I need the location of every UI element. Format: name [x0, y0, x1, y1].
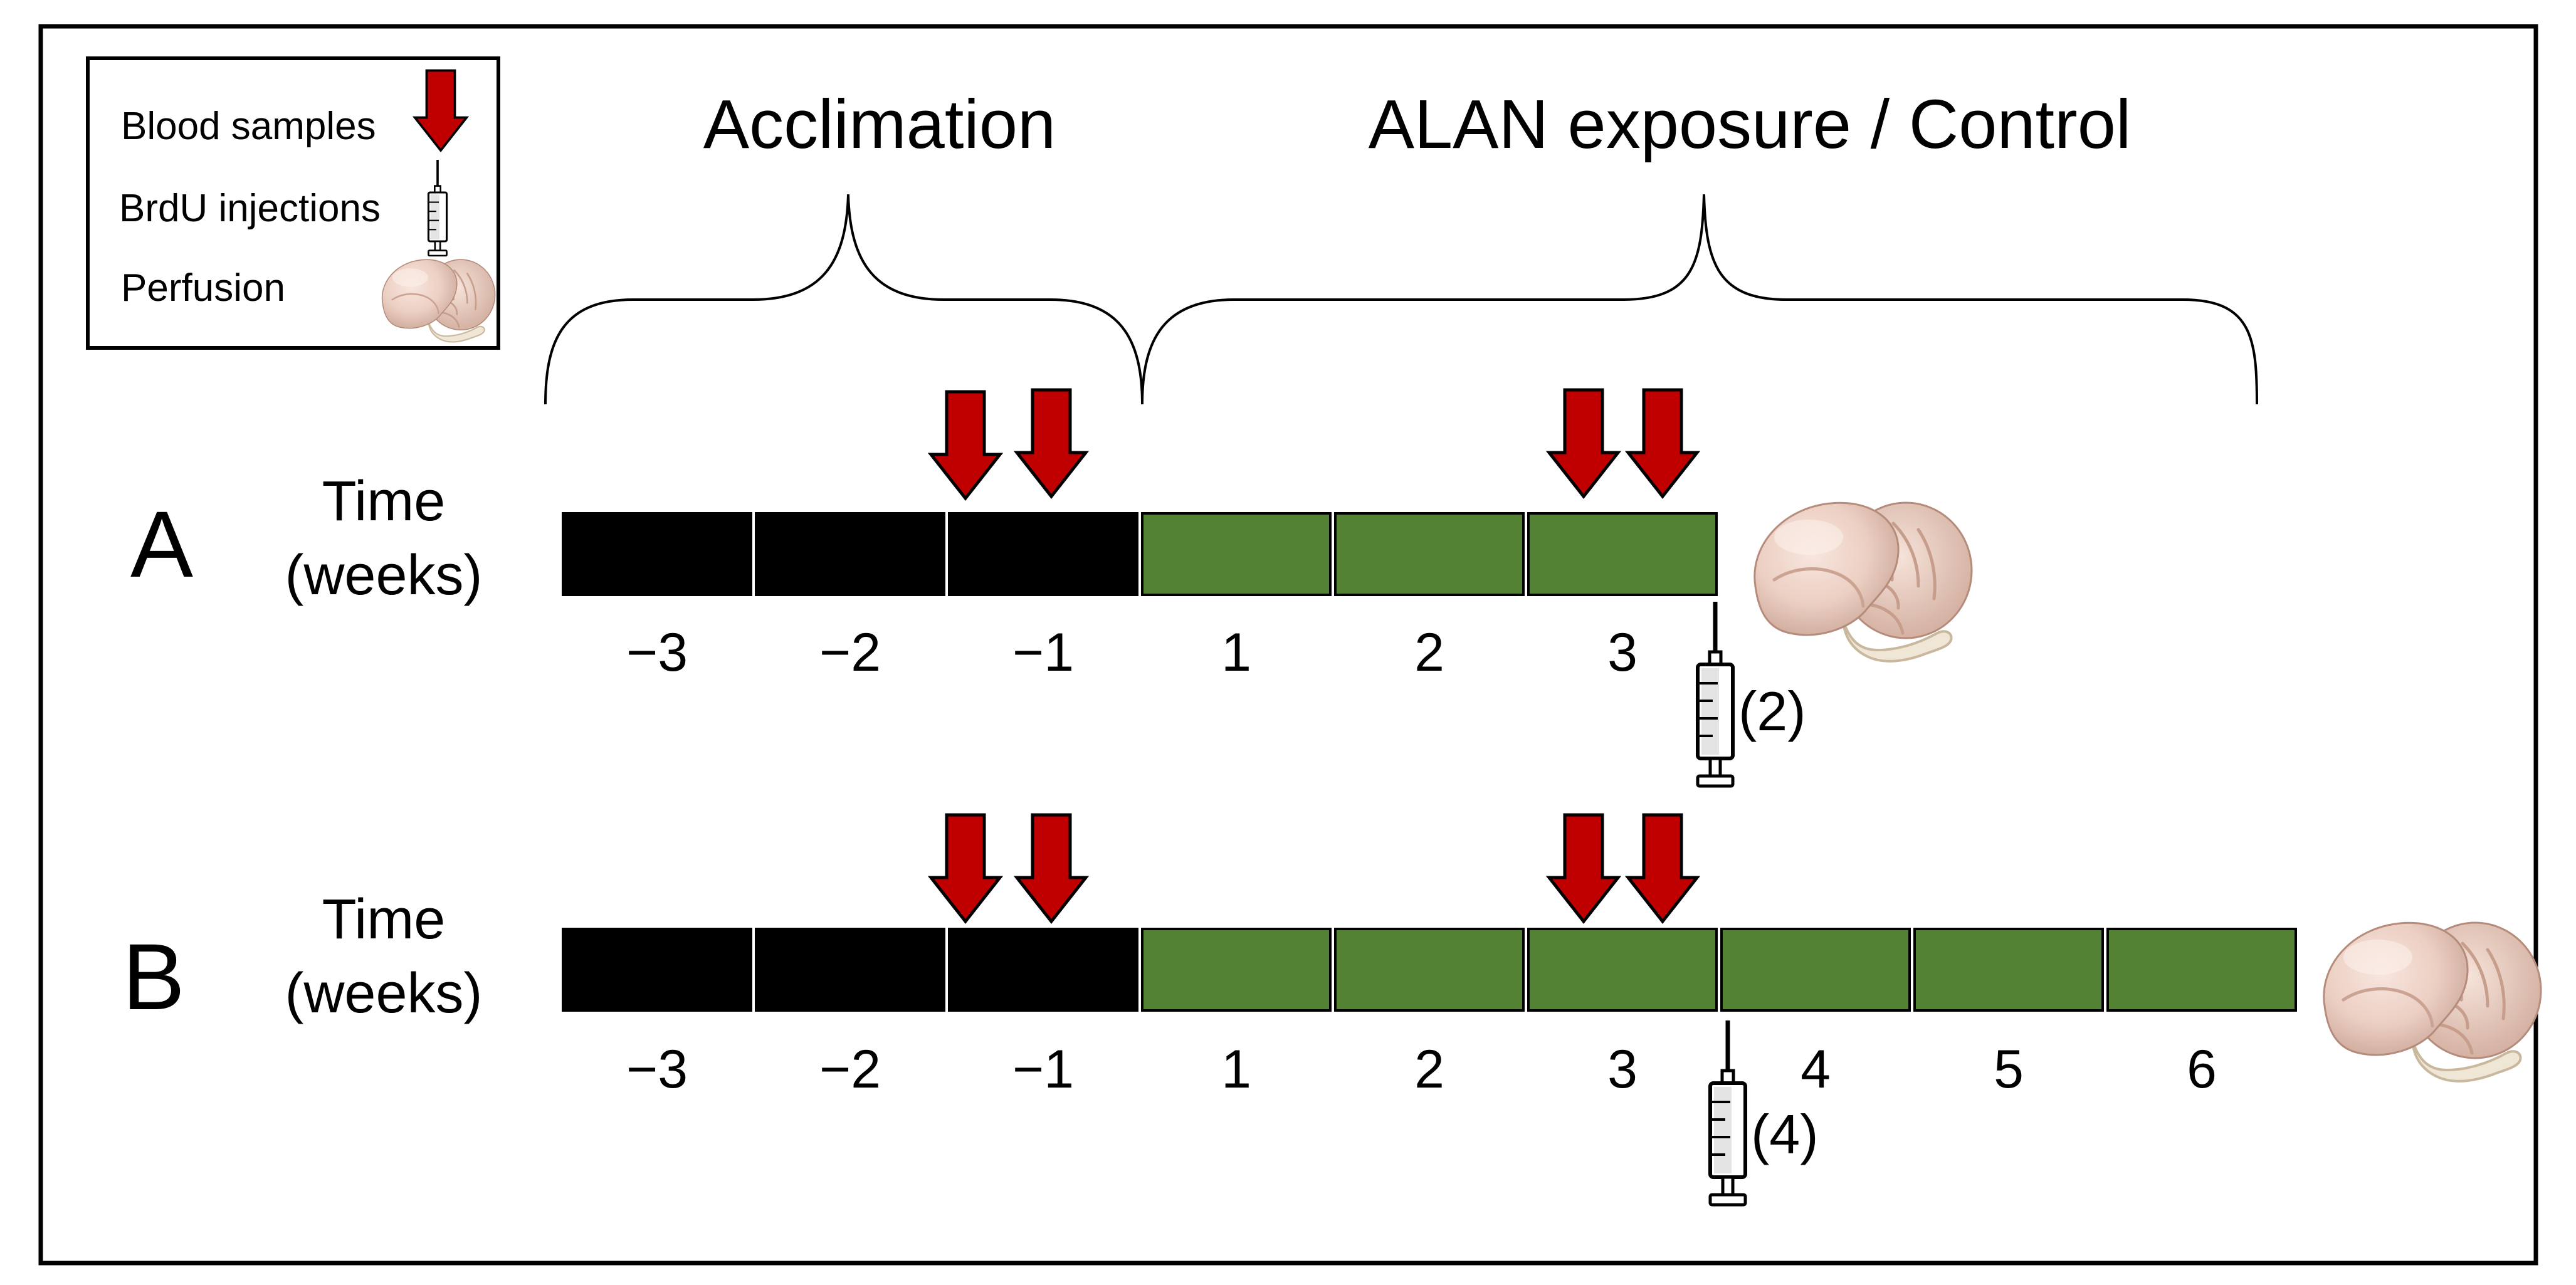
panel-a-week-label-2: −2	[819, 622, 881, 683]
panel-b-week-block-8	[1913, 928, 2104, 1012]
panel-b-syringe-icon	[1710, 1020, 1745, 1205]
panel-a-injection-count: (2)	[1738, 680, 1806, 742]
panel-a-week-label-4: 1	[1221, 622, 1251, 683]
panel-a-syringe-icon	[1698, 602, 1733, 786]
panel-b-week-label-1: −3	[626, 1039, 688, 1099]
panel-a-week-tick-labels: −3 −2 −1 1 2 3	[626, 622, 1638, 683]
panel-b-blood-arrow-1	[931, 815, 1000, 921]
panel-b-week-block-2	[755, 928, 945, 1012]
panel-a-week-block-4	[1141, 512, 1332, 596]
panel-b-injection-count: (4)	[1751, 1103, 1819, 1165]
panel-b-blood-arrow-2	[1017, 815, 1086, 921]
panel-a-brain-icon	[1755, 503, 1972, 661]
panel-a-blood-arrow-2	[1017, 390, 1086, 496]
panel-a-week-block-2	[755, 512, 945, 596]
panel-b-time-label: Time	[322, 888, 446, 951]
panel-b-week-block-3	[948, 928, 1138, 1012]
panel-b-week-block-9	[2106, 928, 2297, 1012]
panel-b-week-label-8: 5	[1994, 1039, 2024, 1099]
legend-brdu-label: BrdU injections	[119, 187, 381, 230]
panel-a-blood-arrow-4	[1628, 390, 1697, 496]
panel-a-time-label: Time	[322, 470, 446, 533]
panel-a: A Time (weeks) −3 −2 −1 1 2 3 (2)	[130, 390, 1972, 786]
panel-b-letter: B	[122, 924, 185, 1029]
panel-a-letter: A	[130, 491, 193, 597]
panel-b-week-label-5: 2	[1414, 1039, 1444, 1099]
panel-a-blood-arrow-3	[1549, 390, 1618, 496]
panel-a-weeks-label: (weeks)	[285, 544, 482, 607]
acclimation-brace	[544, 194, 1143, 405]
panel-b-weeks-label: (weeks)	[285, 962, 482, 1025]
panel-b-brain-icon	[2324, 923, 2541, 1081]
legend: Blood samples BrdU injections Perfusion	[86, 56, 500, 350]
panel-a-week-block-5	[1334, 512, 1525, 596]
panel-b-week-block-6	[1527, 928, 1718, 1012]
panel-b-week-label-4: 1	[1221, 1039, 1251, 1099]
panel-a-week-label-3: −1	[1012, 622, 1074, 683]
panel-b: B Time (weeks) −3 −2 −1 1 2 3 4 5 6 (4)	[122, 815, 2541, 1205]
panel-b-week-blocks	[562, 928, 2297, 1012]
panel-b-week-block-7	[1720, 928, 1911, 1012]
panel-a-blood-arrow-1	[931, 392, 1000, 498]
panel-b-week-label-6: 3	[1607, 1039, 1638, 1099]
panel-b-week-block-1	[562, 928, 752, 1012]
panel-a-week-block-6	[1527, 512, 1718, 596]
panel-b-week-block-4	[1141, 928, 1332, 1012]
exposure-brace	[1141, 194, 2258, 405]
panel-b-week-label-2: −2	[819, 1039, 881, 1099]
phase-acclimation-label: Acclimation	[703, 86, 1056, 163]
panel-b-week-block-5	[1334, 928, 1525, 1012]
panel-b-blood-arrow-4	[1628, 815, 1697, 921]
panel-b-blood-arrow-3	[1549, 815, 1618, 921]
panel-b-week-tick-labels: −3 −2 −1 1 2 3 4 5 6	[626, 1039, 2217, 1099]
panel-a-week-label-1: −3	[626, 622, 688, 683]
panel-a-week-blocks	[562, 512, 1718, 596]
legend-blood-label: Blood samples	[121, 105, 376, 148]
panel-b-week-label-7: 4	[1801, 1039, 1831, 1099]
panel-b-week-label-9: 6	[2187, 1039, 2217, 1099]
panel-b-week-label-3: −1	[1012, 1039, 1074, 1099]
panel-a-week-label-6: 3	[1607, 622, 1638, 683]
legend-perfusion-label: Perfusion	[121, 266, 285, 310]
panel-a-week-label-5: 2	[1414, 622, 1444, 683]
phase-exposure-label: ALAN exposure / Control	[1369, 86, 2132, 163]
panel-a-week-block-3	[948, 512, 1138, 596]
panel-a-week-block-1	[562, 512, 752, 596]
figure-frame	[38, 24, 2538, 1266]
